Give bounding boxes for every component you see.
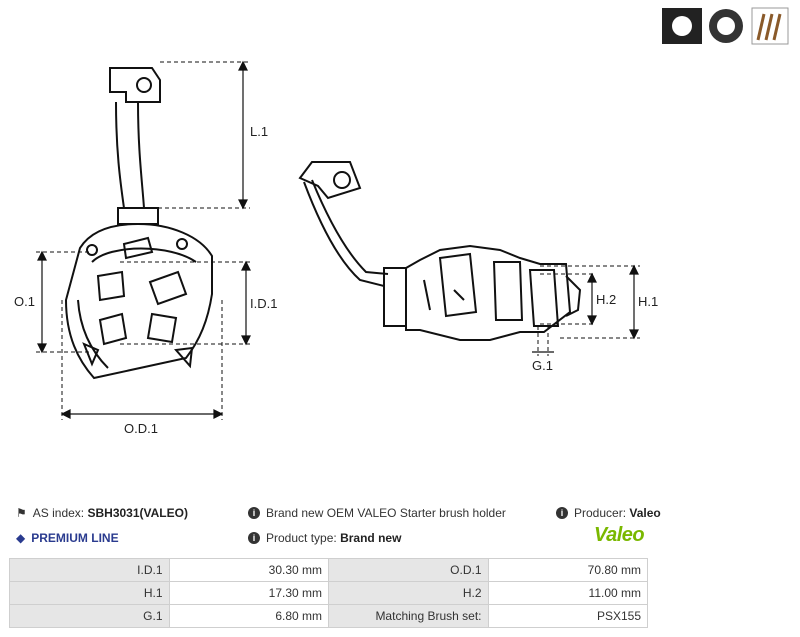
technical-drawing: L.1 O.1 I.D.1 O.D.1 H.1 H.2 G.1 bbox=[14, 7, 789, 436]
diamond-icon: ◆ bbox=[16, 531, 26, 545]
as-index-value: SBH3031(VALEO) bbox=[87, 506, 188, 520]
producer-label: Producer: bbox=[574, 506, 627, 520]
info-icon: i bbox=[556, 507, 568, 519]
product-type-row: i Product type: Brand new bbox=[248, 531, 401, 545]
table-row: H.1 17.30 mm H.2 11.00 mm bbox=[9, 581, 648, 605]
spec-key: H.2 bbox=[328, 581, 489, 605]
spec-value: 6.80 mm bbox=[168, 604, 329, 628]
as-index-label: AS index: bbox=[32, 506, 85, 520]
table-row: G.1 6.80 mm Matching Brush set: PSX155 bbox=[9, 604, 648, 628]
product-type-value: Brand new bbox=[340, 531, 402, 545]
dim-o1-label: O.1 bbox=[14, 294, 35, 309]
spec-value: 70.80 mm bbox=[487, 558, 648, 582]
spec-key: I.D.1 bbox=[9, 558, 170, 582]
info-icon: i bbox=[248, 532, 260, 544]
premium-line-row: ◆ PREMIUM LINE bbox=[16, 531, 119, 545]
table-row: I.D.1 30.30 mm O.D.1 70.80 mm bbox=[9, 558, 648, 582]
spec-key: G.1 bbox=[9, 604, 170, 628]
info-icon: i bbox=[248, 507, 260, 519]
tag-icon: ⚑ bbox=[16, 506, 27, 520]
spec-value: 30.30 mm bbox=[168, 558, 329, 582]
spec-key: H.1 bbox=[9, 581, 170, 605]
dim-od1-label: O.D.1 bbox=[124, 421, 158, 436]
description-row: i Brand new OEM VALEO Starter brush hold… bbox=[248, 506, 506, 520]
spec-value: PSX155 bbox=[487, 604, 648, 628]
dim-h2-label: H.2 bbox=[596, 292, 616, 307]
spec-value: 11.00 mm bbox=[487, 581, 648, 605]
spec-key: O.D.1 bbox=[328, 558, 489, 582]
producer-row: i Producer: Valeo bbox=[556, 506, 661, 520]
dim-l1-label: L.1 bbox=[250, 124, 268, 139]
product-type-label: Product type: bbox=[266, 531, 337, 545]
dim-g1-label: G.1 bbox=[532, 358, 553, 373]
dim-h1-label: H.1 bbox=[638, 294, 658, 309]
description-text: Brand new OEM VALEO Starter brush holder bbox=[266, 506, 506, 520]
specs-table: I.D.1 30.30 mm O.D.1 70.80 mm H.1 17.30 … bbox=[9, 558, 648, 628]
spec-key: Matching Brush set: bbox=[328, 604, 489, 628]
producer-value: Valeo bbox=[629, 506, 661, 520]
thumbnail-images[interactable] bbox=[662, 7, 789, 45]
valeo-logo: Valeo bbox=[594, 524, 645, 546]
dim-id1-label: I.D.1 bbox=[250, 296, 277, 311]
spec-value: 17.30 mm bbox=[168, 581, 329, 605]
as-index-row: ⚑ AS index: SBH3031(VALEO) bbox=[16, 506, 188, 520]
premium-line-label: PREMIUM LINE bbox=[31, 531, 119, 545]
